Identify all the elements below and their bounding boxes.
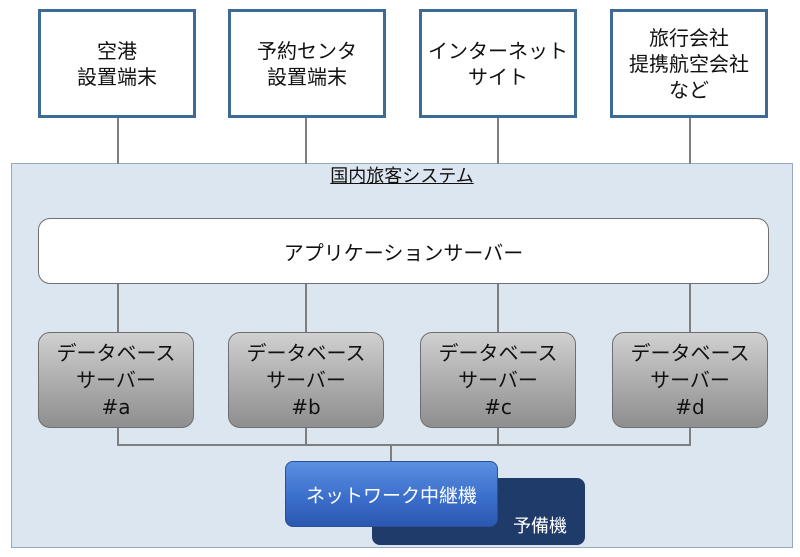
connector-client-4 [689, 118, 691, 164]
connector-client-1 [117, 118, 119, 164]
connector-client-3 [497, 118, 499, 164]
network-relay-label: ネットワーク中継機 [305, 484, 477, 507]
database-server-c: データベース サーバー #c [420, 332, 576, 428]
connector-client-2 [305, 118, 307, 164]
client-internet-site: インターネット サイト [419, 9, 577, 118]
connector-app-db-b [305, 284, 307, 332]
database-server-a: データベース サーバー #a [38, 332, 194, 428]
application-server-label: アプリケーションサーバー [283, 240, 524, 265]
client-reservation-center-terminal: 予約センタ 設置端末 [228, 9, 386, 118]
connector-app-db-c [497, 284, 499, 332]
connector-db-a-bus [117, 428, 119, 445]
connector-app-db-d [689, 284, 691, 332]
application-server: アプリケーションサーバー [38, 218, 769, 284]
system-title-wrap: 国内旅客システム [11, 167, 793, 187]
client-travel-agency: 旅行会社 提携航空会社 など [610, 9, 768, 118]
backup-unit-label: 予備機 [513, 516, 567, 537]
client-airport-terminal: 空港 設置端末 [38, 9, 196, 118]
connector-bus-relay [390, 444, 392, 461]
db-bus-line [117, 444, 691, 446]
network-relay: ネットワーク中継機 [285, 461, 498, 527]
connector-app-db-a [117, 284, 119, 332]
system-title: 国内旅客システム [330, 166, 474, 187]
connector-db-c-bus [497, 428, 499, 445]
database-server-d: データベース サーバー #d [612, 332, 768, 428]
connector-db-d-bus [689, 428, 691, 445]
database-server-b: データベース サーバー #b [228, 332, 384, 428]
connector-db-b-bus [305, 428, 307, 445]
